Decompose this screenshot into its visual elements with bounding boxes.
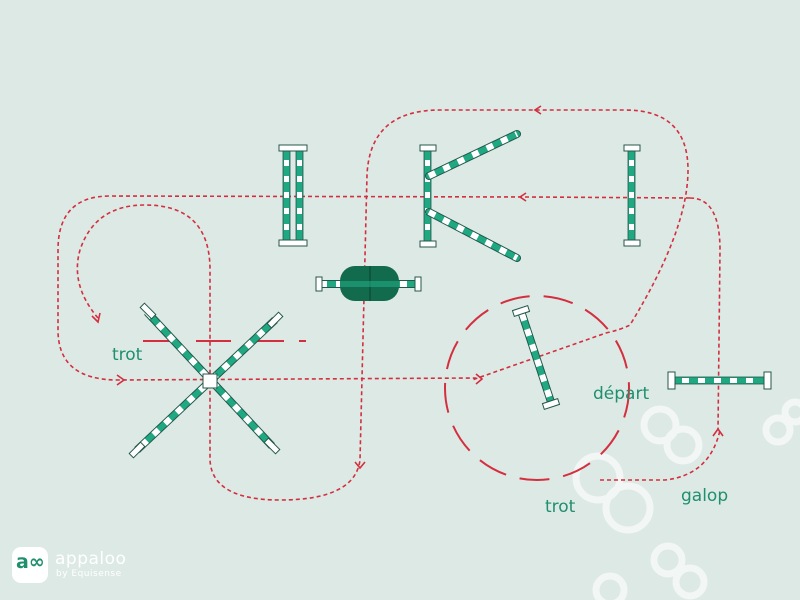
arrow-upper-line bbox=[518, 192, 527, 202]
track-left-circle bbox=[76, 109, 689, 501]
watermark-rings bbox=[572, 398, 800, 600]
trot-circle bbox=[444, 295, 630, 481]
obstacle-barrel bbox=[315, 266, 422, 301]
obstacle-diagonal bbox=[511, 305, 561, 410]
arrow-bottom-line bbox=[116, 374, 126, 386]
obstacle-vertical-double bbox=[278, 144, 308, 247]
label-depart: départ bbox=[593, 384, 650, 404]
track-galop-bottom bbox=[600, 429, 721, 481]
obstacle-vertical-single bbox=[623, 144, 641, 247]
label-galop: galop bbox=[681, 486, 729, 506]
arrow-top bbox=[533, 105, 542, 115]
obstacle-horizontal bbox=[667, 371, 772, 390]
track-lines bbox=[57, 109, 721, 501]
arrow-center-down bbox=[354, 461, 366, 470]
brand-logo: a∞ appaloo by Equisense bbox=[12, 547, 162, 587]
track-arrows bbox=[91, 105, 724, 470]
label-trot-left: trot bbox=[112, 345, 143, 365]
arrow-left-down bbox=[91, 312, 101, 324]
logo-name: appaloo bbox=[55, 549, 127, 569]
obstacle-v-fan bbox=[419, 130, 521, 262]
logo-tagline: by Equisense bbox=[56, 569, 122, 579]
track-upper-loop bbox=[57, 195, 691, 381]
arrow-circle-entry bbox=[475, 373, 484, 385]
logo-icon: a∞ bbox=[12, 547, 48, 583]
track-right-loop bbox=[689, 197, 721, 431]
label-trot-bottom: trot bbox=[545, 497, 576, 517]
obstacle-star bbox=[128, 302, 284, 459]
arrow-right-up bbox=[712, 427, 724, 437]
